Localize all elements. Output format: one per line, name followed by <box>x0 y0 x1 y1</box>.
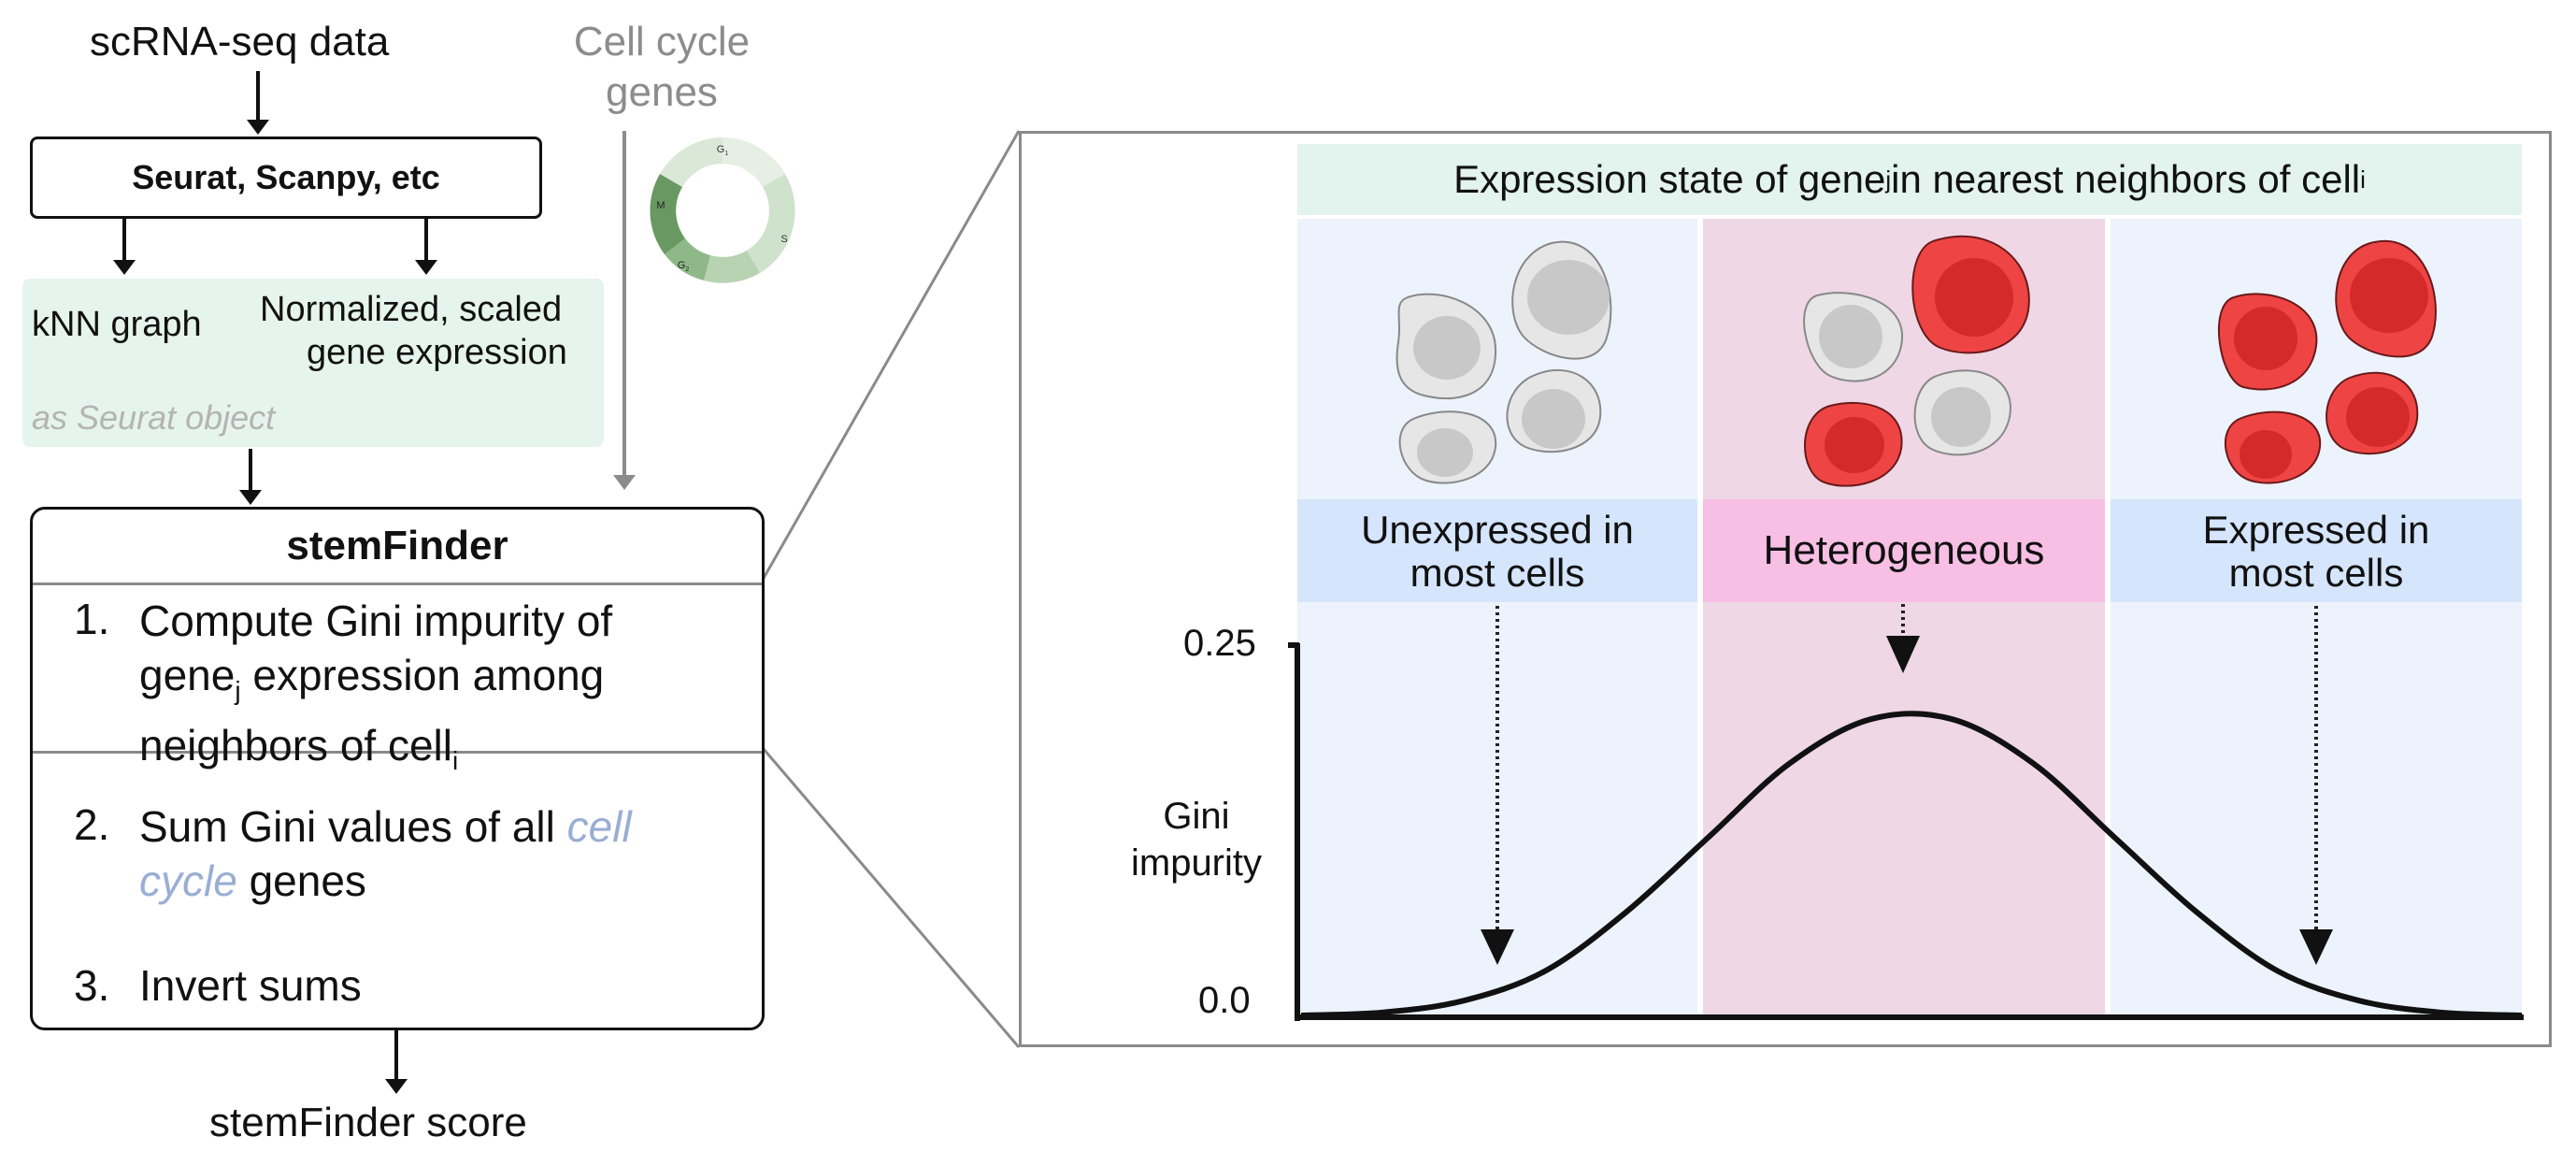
knn-graph-label: kNN graph <box>32 305 202 344</box>
seurat-object-box: kNN graph Normalized, scaled gene expres… <box>22 279 604 447</box>
cell-group-heterogeneous <box>1803 235 2030 487</box>
step1-text: Compute Gini impurity of genej expressio… <box>139 594 612 788</box>
step2-line2: cycle genes <box>139 856 366 905</box>
gini-curve <box>1300 711 2523 1018</box>
grey-cell <box>1398 410 1497 484</box>
input-label: scRNA-seq data <box>90 19 390 65</box>
step3-text: Invert sums <box>139 961 362 1010</box>
step2-number: 2. <box>74 800 110 849</box>
state-unexpressed-line2: most cells <box>1410 551 1585 595</box>
state-expressed-line2: most cells <box>2228 551 2404 595</box>
expression-label-line1: Normalized, scaled <box>260 290 563 329</box>
cell-group-expressed <box>2217 239 2437 484</box>
detail-panel <box>1019 131 2552 1047</box>
ring-g2-segment <box>665 238 710 280</box>
red-cell <box>2225 410 2322 484</box>
cell-cycle-line1: Cell cycle <box>573 19 751 65</box>
step2-text: Sum Gini values of all cell cycle genes <box>139 799 632 908</box>
zoom-line-top <box>761 130 1021 581</box>
state-label-expressed: Expressed in most cells <box>2111 499 2522 602</box>
arrowhead <box>1481 929 1514 965</box>
grey-cell <box>1803 292 1904 382</box>
divider <box>33 751 762 754</box>
y-axis-label-line2: impurity <box>1130 842 1263 884</box>
arrowhead <box>613 475 636 490</box>
y-axis-label-line1: Gini <box>1163 796 1230 837</box>
stemfinder-title: stemFinder <box>286 523 508 568</box>
step1-line1: Compute Gini impurity of <box>139 597 613 645</box>
arrowhead <box>247 120 269 135</box>
state-unexpressed-line1: Unexpressed in <box>1361 508 1634 552</box>
step1-number: 1. <box>74 595 110 643</box>
expression-label-line2: gene expression <box>307 333 567 372</box>
state-label-unexpressed: Unexpressed in most cells <box>1297 499 1697 602</box>
step2-line1: Sum Gini values of all cell <box>139 802 632 851</box>
cell-cycle-line2: genes <box>606 69 718 115</box>
red-cell <box>2326 371 2419 455</box>
arrowhead <box>2299 929 2333 965</box>
y-tick-label-bottom: 0.0 <box>1198 980 1251 1021</box>
phase-s-label: S <box>780 234 787 245</box>
red-cell <box>2217 293 2318 391</box>
red-cell <box>1804 402 1903 487</box>
divider <box>33 582 762 585</box>
ring-m-segment <box>650 174 685 254</box>
step3-number: 3. <box>74 961 110 1010</box>
column-unexpressed-bg <box>1297 219 1697 1017</box>
arrowhead <box>1886 636 1920 673</box>
grey-cell <box>1395 293 1497 400</box>
arrowhead <box>239 490 262 505</box>
output-label: stemFinder score <box>209 1100 527 1145</box>
tools-box: Seurat, Scanpy, etc <box>30 137 542 219</box>
phase-g2-label: G2 <box>678 260 690 273</box>
seurat-object-note: as Seurat object <box>32 398 276 437</box>
grey-cell <box>1506 368 1602 453</box>
ring-top-left-segment <box>660 137 723 187</box>
arrowhead <box>385 1079 408 1094</box>
y-axis-label: Gini impurity <box>1103 793 1290 886</box>
cell-group-unexpressed <box>1395 240 1612 484</box>
red-cell <box>1911 235 2030 354</box>
arrowhead <box>415 260 437 275</box>
state-expressed-line1: Expressed in <box>2202 508 2430 552</box>
cell-cycle-genes-label: Cell cycle genes <box>561 19 763 116</box>
red-cell <box>2335 239 2437 358</box>
y-tick-label-top: 0.25 <box>1183 623 1256 664</box>
column-expressed-bg <box>2111 219 2522 1017</box>
cell-cycle-ring-icon: G1 S G2 M <box>650 137 795 283</box>
stemfinder-box: stemFinder 1. Compute Gini impurity of g… <box>30 507 765 1030</box>
grey-cell <box>1913 369 2011 456</box>
ring-lower-segment <box>704 251 760 283</box>
arrowhead <box>113 260 136 275</box>
step1-line3: neighbors of celli <box>139 721 459 776</box>
ring-s-segment <box>747 174 795 273</box>
ring-g1-segment <box>723 137 785 187</box>
phase-m-label: M <box>656 200 665 211</box>
phase-g1-label: G1 <box>717 144 729 157</box>
grey-cell <box>1511 240 1612 360</box>
state-label-heterogeneous: Heterogeneous <box>1703 499 2105 602</box>
zoom-line-bottom <box>761 747 1021 1048</box>
step1-line2: genej expression among <box>139 651 605 706</box>
